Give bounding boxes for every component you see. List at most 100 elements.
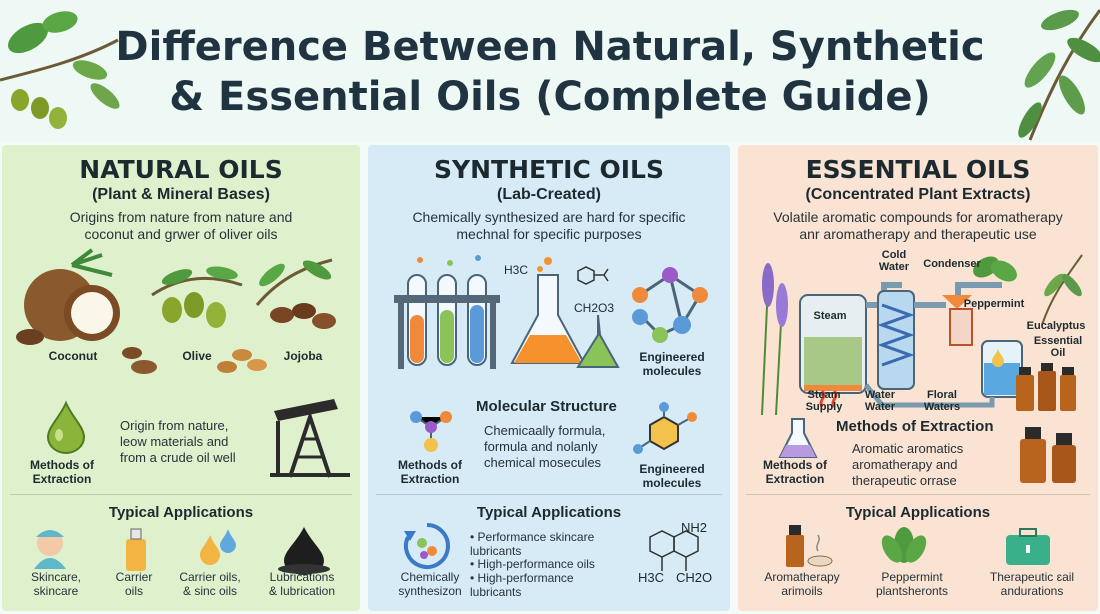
essential-methods-label: Methods of Extraction: [763, 458, 827, 486]
essential-methods-title: Methods of Extraction: [836, 418, 994, 435]
essential-divider: [746, 494, 1090, 495]
natural-oils-description: Origins from nature from nature and coco…: [69, 209, 293, 242]
still-tank-icon: [799, 294, 867, 394]
steam-distillation-diagram: [761, 254, 1083, 416]
condenser-unit-icon: [942, 295, 973, 346]
natural-sources-illustration: [16, 248, 336, 374]
chemically-synthesizon-label: Chemically synthesizon: [398, 570, 462, 598]
molecule-small-icon: [410, 411, 452, 452]
synthetic-bullet-2: • High-performance oils: [470, 557, 595, 571]
natural-apps-title: Typical Applications: [108, 504, 254, 521]
peppermint-leaf-icon: [973, 256, 1017, 282]
test-tubes-icon: [394, 255, 500, 369]
ch2o-label: CH2O: [675, 570, 713, 585]
h3c-label: H3C: [503, 263, 528, 277]
jojoba-label: Jojoba: [283, 349, 323, 363]
ch2o3-label: CH2O3: [573, 301, 614, 315]
natural-app-2: Carrier oils: [115, 570, 153, 598]
nh2-label: NH2: [680, 520, 707, 535]
separator-flask-icon: [981, 340, 1023, 398]
page-title: Difference Between Natural, Synthetic & …: [0, 22, 1100, 122]
steam-supply-label: Steam Supply: [805, 389, 843, 413]
flask-icon: [510, 257, 586, 364]
therapeutic-kit-icon: [1006, 528, 1050, 565]
synthetic-oils-panel: SYNTHETIC OILS (Lab-Created) Chemically …: [368, 145, 730, 611]
molecule-model-icon: [632, 267, 708, 343]
page-title-line-2: & Essential Oils (Complete Guide): [169, 74, 931, 120]
lavender-icon: [761, 263, 788, 416]
recycle-molecule-icon: [404, 523, 450, 569]
lubricant-drop-icon: [278, 527, 330, 575]
essential-app-2: Peppermint plantsheronts: [875, 570, 949, 598]
benzene-molecule-icon: [633, 402, 697, 454]
jojoba-icon: [255, 258, 336, 329]
natural-divider: [10, 494, 352, 495]
oil-drop-icon: [46, 400, 86, 454]
peppermint-plant-icon: [881, 527, 927, 563]
aromatic-amine-structure-icon: [649, 530, 699, 571]
molecular-structure-title: Molecular Structure: [476, 398, 617, 415]
natural-app-3: Carrier oils, & sinc oils: [179, 570, 241, 598]
cold-water-label: Cold Water: [878, 249, 910, 273]
header: Difference Between Natural, Synthetic & …: [0, 0, 1100, 142]
synthetic-bullet-2-text: High-performance oils: [477, 557, 595, 571]
natural-oils-title: NATURAL OILS: [79, 155, 283, 184]
essential-apps-icons: [786, 525, 1050, 567]
eucalyptus-branch-icon: [1041, 254, 1083, 326]
molecular-structure-text: Chemicaally formula, formula and nolanly…: [484, 423, 606, 470]
synthetic-bullet-1-text: Performance skincare lubricants: [470, 530, 595, 558]
essential-oils-subtitle: (Concentrated Plant Extracts): [805, 186, 1031, 203]
engineered-molecules-label-1: Engineered molecules: [639, 350, 705, 378]
natural-apps-icons: [34, 527, 330, 575]
olive-icon: [151, 266, 243, 328]
eucalyptus-label: Eucalyptus: [1026, 320, 1086, 332]
natural-app-1: Skincare, skincare: [30, 570, 82, 598]
natural-oils-subtitle: (Plant & Mineral Bases): [92, 186, 270, 203]
synthetic-oils-subtitle: (Lab-Created): [496, 186, 601, 203]
h3c-label-2: H3C: [637, 570, 664, 585]
small-flask-icon: [576, 314, 620, 368]
benzene-ring-icon: [577, 266, 609, 285]
aromatherapy-bottle-icon: [786, 525, 833, 567]
amber-bottles-large-icon: [1020, 427, 1076, 483]
synthetic-bullet-3: • High-performance lubricants: [470, 571, 574, 599]
skincare-icon: [34, 530, 66, 569]
amber-bottles-icon: [1016, 363, 1076, 411]
synthetic-oils-description: Chemically synthesized are hard for spec…: [412, 209, 686, 242]
synthetic-divider: [376, 494, 722, 495]
engineered-molecules-label-2: Engineered molecules: [639, 462, 705, 490]
essential-app-3: Therapeutic ɛail andurations: [989, 570, 1075, 598]
steam-label: Steam: [813, 310, 847, 322]
carrier-oil-bottle-icon: [126, 528, 146, 571]
essential-oils-title: ESSENTIAL OILS: [805, 155, 1031, 184]
eucalyptus-branch-right-illustration: [1018, 9, 1100, 141]
synthetic-apps-title: Typical Applications: [476, 504, 622, 521]
natural-methods-label: Methods of Extraction: [30, 458, 94, 486]
aromatic-text: Aromatic aromatics aromatherapy and ther…: [852, 441, 964, 488]
essential-oil-label: Essential Oil: [1033, 335, 1083, 359]
olive-branch-left-illustration: [0, 11, 120, 129]
essential-oils-description: Volatile aromatic compounds for aromathe…: [773, 209, 1063, 242]
olive-label: Olive: [182, 349, 212, 363]
natural-origin-text: Origin from nature, leow materials and f…: [120, 418, 236, 465]
natural-app-4: Lubrications & lubrication: [268, 570, 336, 598]
synthetic-bullet-3-text: High-performance lubricants: [470, 571, 574, 599]
synthetic-bullet-1: • Performance skincare lubricants: [470, 530, 595, 558]
essential-app-1: Aromatherapy arimoils: [764, 570, 840, 598]
condenser-label: Condenser: [923, 258, 981, 270]
synthetic-oils-title: SYNTHETIC OILS: [434, 155, 664, 184]
condenser-coil-icon: [877, 290, 915, 390]
oil-drops-icon: [200, 529, 236, 565]
page-title-line-1: Difference Between Natural, Synthetic: [115, 24, 985, 70]
natural-oils-panel: NATURAL OILS (Plant & Mineral Bases) Ori…: [2, 145, 360, 611]
peppermint-label: Peppermint: [963, 298, 1025, 310]
essential-oils-panel: ESSENTIAL OILS (Concentrated Plant Extra…: [738, 145, 1098, 611]
synthetic-methods-label: Methods of Extraction: [398, 458, 462, 486]
lab-glassware-illustration: [394, 255, 708, 369]
floral-waters-label: Floral Waters: [923, 389, 961, 413]
coconut-icon: [16, 248, 120, 345]
beaker-icon: [778, 418, 818, 458]
water-water-label: Water Water: [864, 389, 896, 413]
oil-pump-icon: [270, 399, 350, 478]
essential-apps-title: Typical Applications: [845, 504, 991, 521]
